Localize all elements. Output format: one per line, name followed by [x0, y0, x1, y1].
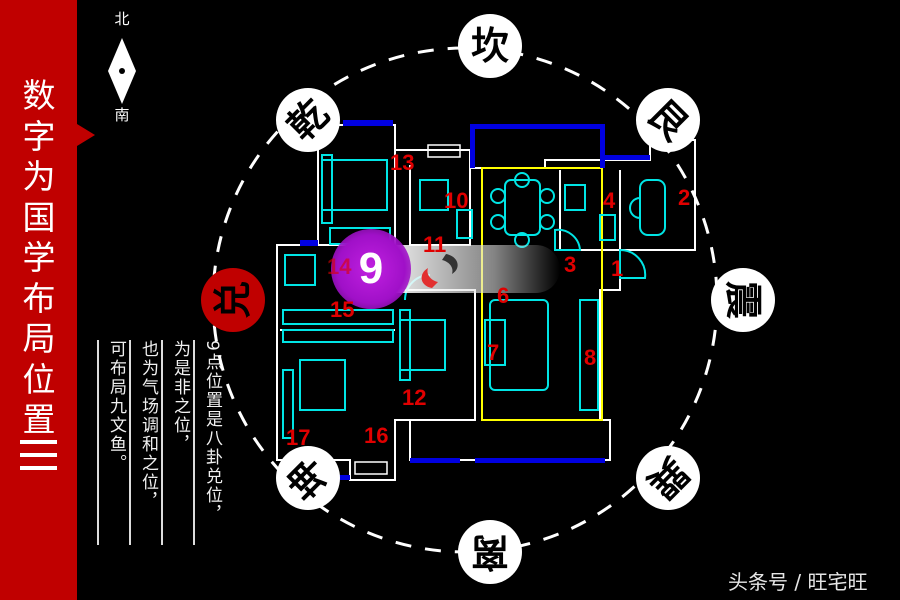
room-number: 7 — [487, 340, 500, 365]
room-number: 15 — [330, 297, 355, 322]
trigram-li-south: 离 — [458, 520, 522, 584]
room-number: 10 — [444, 188, 469, 213]
trigram-kan-north: 坎 — [458, 14, 522, 78]
description-column-4: 可布局九文鱼。 — [97, 340, 131, 545]
compass: 北 南 — [100, 8, 144, 128]
title-char: 位 — [22, 359, 56, 399]
description-column-2: 为是非之位， — [161, 340, 195, 545]
trigram-dui-west: 兑 — [201, 268, 265, 332]
trigram-zhen-east: 震 — [711, 268, 775, 332]
room-number: 1 — [611, 256, 624, 281]
room-number: 4 — [603, 188, 616, 213]
room-number: 16 — [364, 423, 389, 448]
room-number: 3 — [564, 252, 577, 277]
room-number: 2 — [678, 185, 691, 210]
title-char: 置 — [22, 400, 56, 439]
title-char: 布 — [22, 278, 56, 318]
description-column-1: 9点位置是八卦兑位， — [193, 340, 227, 545]
title-char: 局 — [22, 319, 56, 358]
description-column-3: 也为气场调和之位， — [129, 340, 163, 545]
compass-needle-icon — [108, 38, 136, 104]
hamburger-menu-icon — [20, 440, 57, 479]
room-number: 13 — [390, 150, 415, 175]
room-number: 12 — [402, 385, 427, 410]
title-char: 学 — [22, 238, 56, 277]
sidebar-pointer — [77, 124, 95, 146]
vertical-title: 数 字 为 国 学 布 局 位 置 — [14, 76, 64, 441]
room-number: 6 — [497, 283, 510, 308]
title-char: 数 — [22, 76, 56, 115]
title-sidebar: 数 字 为 国 学 布 局 位 置 — [0, 0, 77, 600]
koi-fish-pair-icon — [421, 254, 458, 288]
title-char: 为 — [22, 157, 56, 196]
north-label: 北 — [114, 10, 130, 28]
room-number: 14 — [327, 254, 352, 279]
title-char: 国 — [22, 197, 56, 237]
title-char: 字 — [22, 116, 56, 156]
south-label: 南 — [114, 106, 130, 124]
watermark: 头条号 / 旺宅旺 — [728, 570, 868, 594]
position-marker-9: 9 — [331, 229, 411, 309]
room-number: 11 — [423, 232, 447, 257]
room-number: 8 — [584, 345, 597, 370]
highlight-glow — [395, 245, 560, 293]
